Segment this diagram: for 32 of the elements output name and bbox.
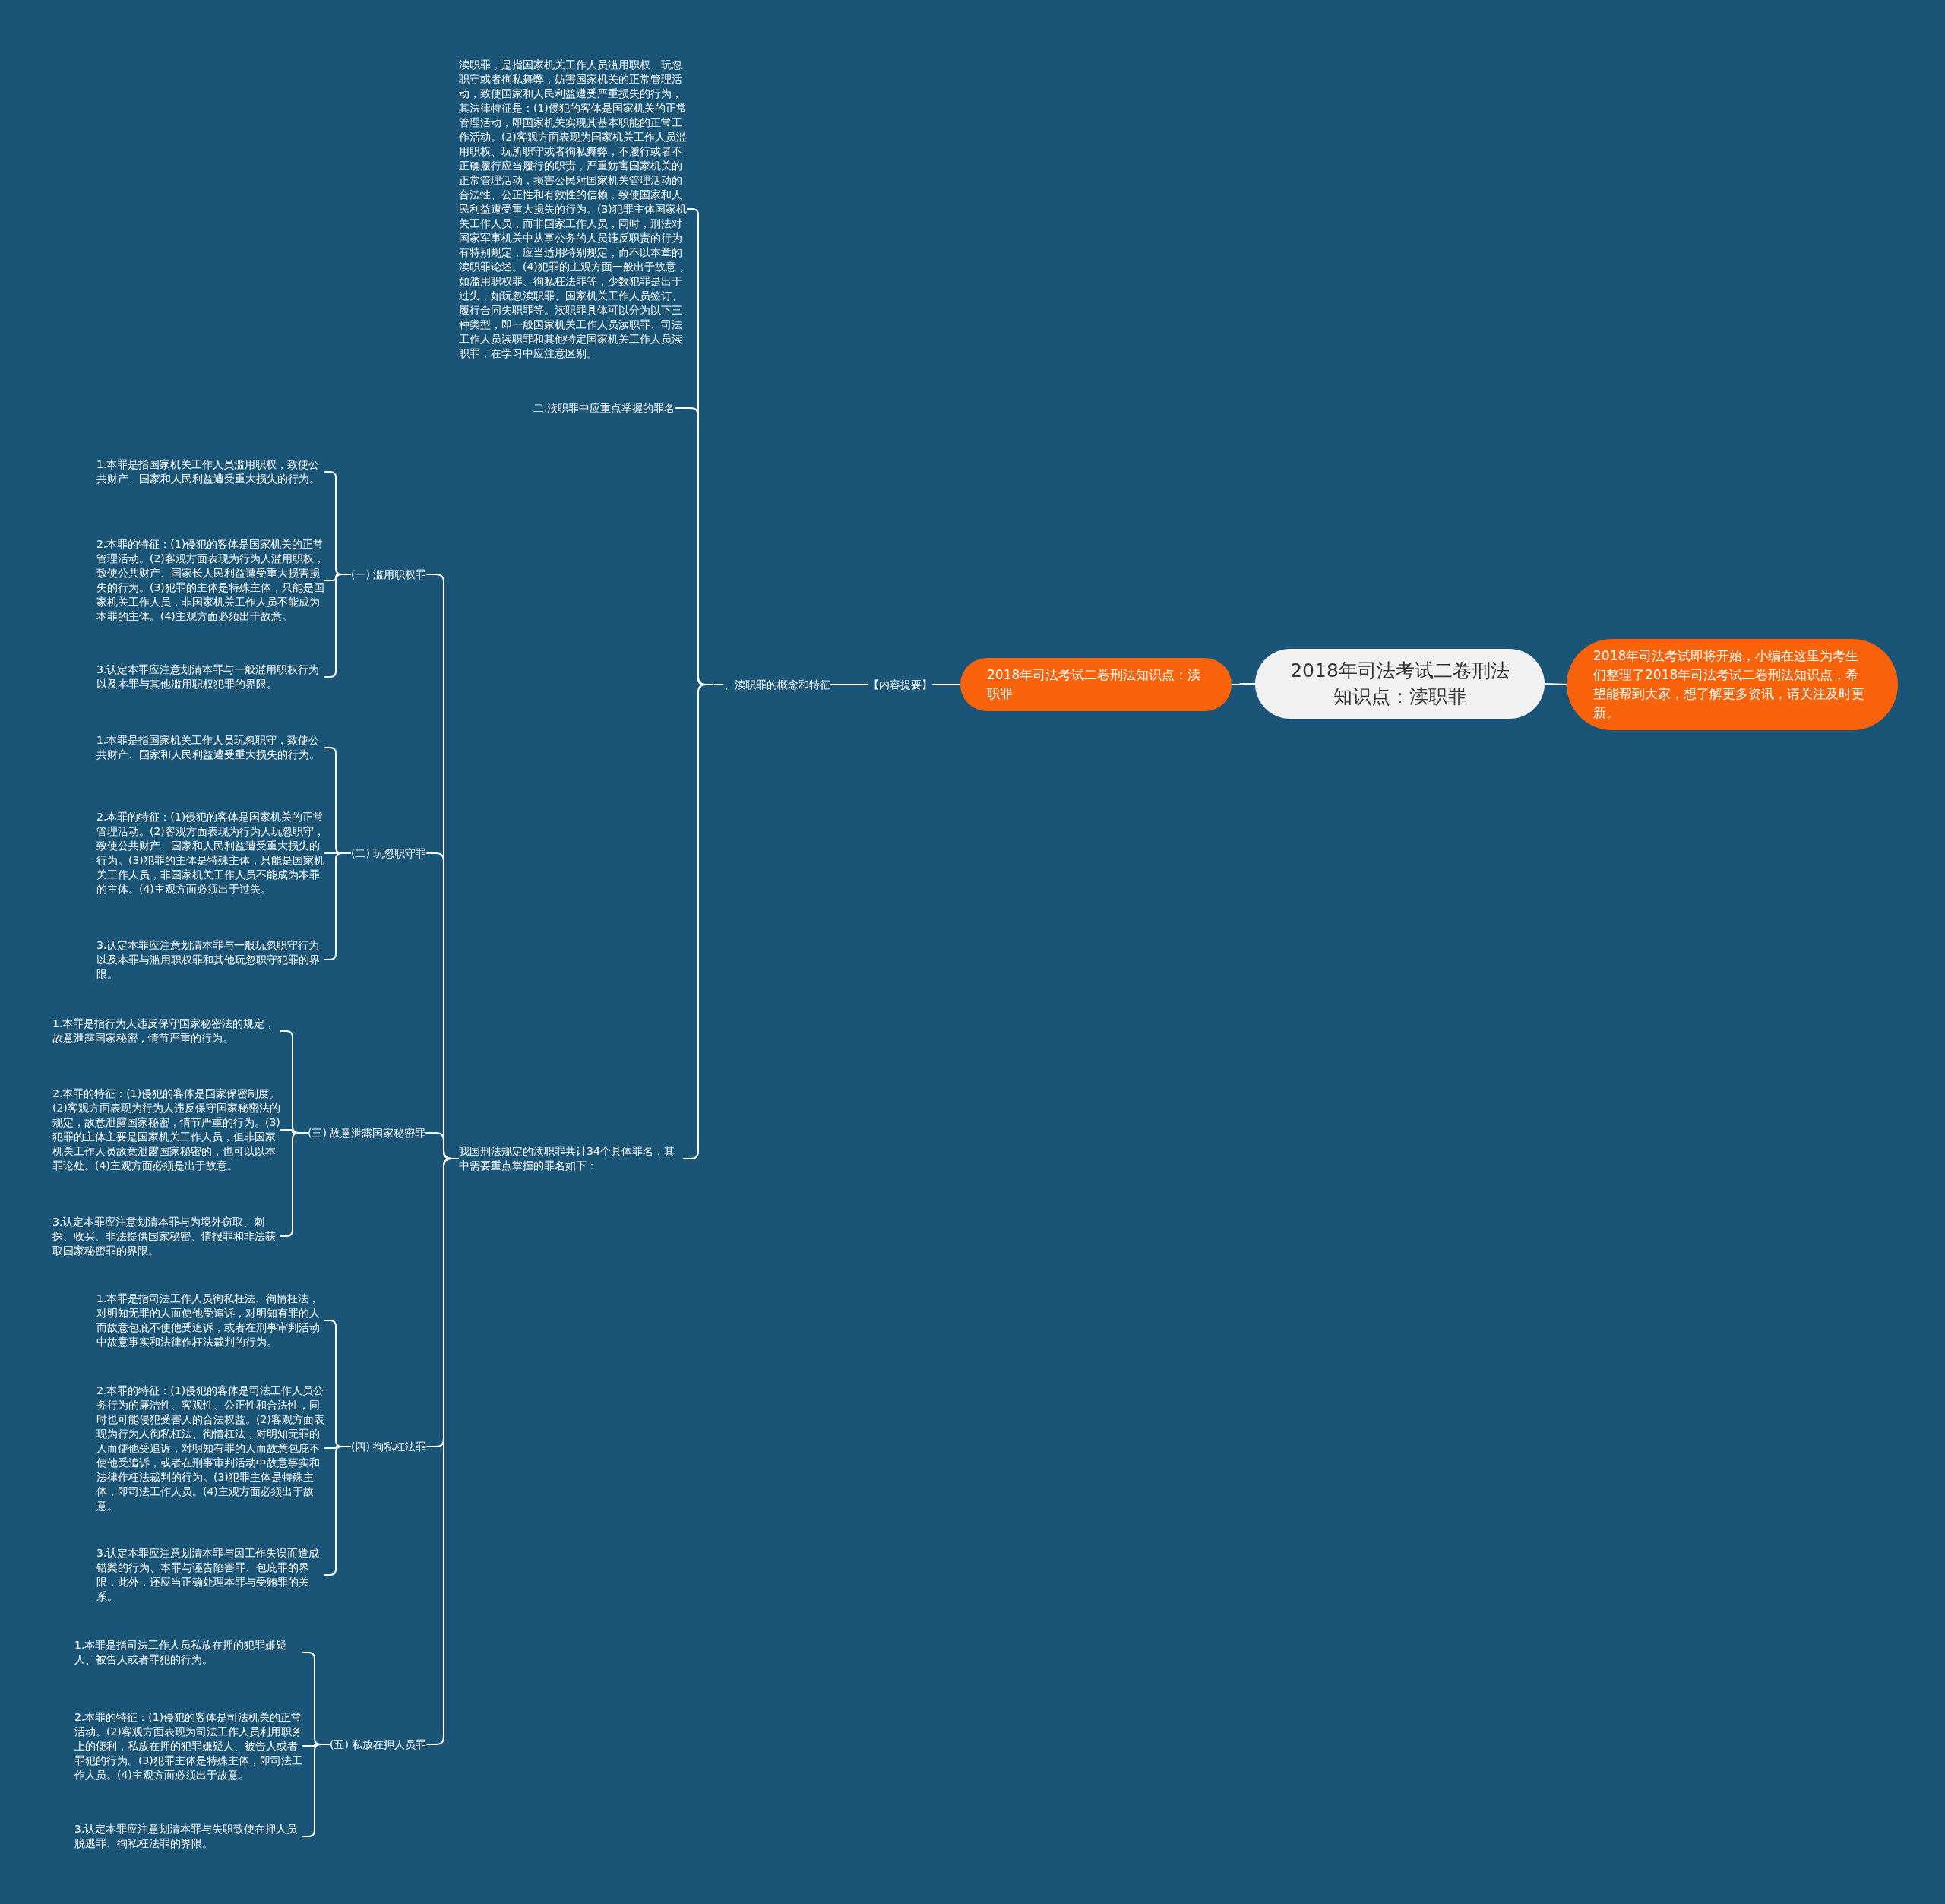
topic-text: 3.认定本罪应注意划清本罪与一般滥用职权行为以及本罪与其他滥用职权犯罪的界限。 <box>96 663 324 691</box>
topic-text: 2.本罪的特征：(1)侵犯的客体是国家机关的正常管理活动。(2)客观方面表现为行为人滥用职权，致使公共财产、国家长人民利益遭受重大损害损失的行为。(3)犯罪的主体是特殊主体，只能是国家机关工作人员，非国家机关工作人员不能成为本罪的主体。(4)主观方面必须出于故意。 <box>96 537 324 624</box>
topic-text: 二.渎职罪中应重点掌握的罪名 <box>533 400 675 416</box>
topic-text: 1.本罪是指司法工作人员徇私枉法、徇情枉法，对明知无罪的人而使他受追诉，对明知有罪的人而故意包庇不使他受追诉，或者在刑事审判活动中故意事实和法律作枉法裁判的行为。 <box>96 1292 324 1349</box>
topic-text: 1.本罪是指国家机关工作人员玩忽职守，致使公共财产、国家和人民利益遭受重大损失的行为。 <box>96 733 324 762</box>
topic-text: 2.本罪的特征：(1)侵犯的客体是司法机关的正常活动。(2)客观方面表现为司法工作人员利用职务上的便利，私放在押的犯罪嫌疑人、被告人或者罪犯的行为。(3)犯罪主体是特殊主体，即司法工作人员。(4)主观方面必须出于故意。 <box>74 1709 302 1782</box>
connector-line <box>1544 683 1567 685</box>
topic-text: 渎职罪，是指国家机关工作人员滥用职权、玩忽职守或者徇私舞弊，妨害国家机关的正常管理活动，致使国家和人民利益遭受严重损失的行为，其法律特征是：(1)侵犯的客体是国家机关的正常管理活动，即国家机关实现其基本职能的正常工作活动。(2)客观方面表现为国家机关工作人员滥用职权、玩所职守或者徇私舞弊，不履行或者不正确履行应当履行的职责，严重妨害国家机关的正常管理活动，损害公民对国家机关管理活动的合法性、公正性和有效性的信赖，致使国家和人民利益遭受重大损失的行为。(3)犯罪主体国家机关工作人员，而非国家工作人员，同时，刑法对国家军事机关中从事公务的人员违反职责的行为有特别规定，应当适用特别规定，而不以本章的渎职罪论述。(4)犯罪的主观方面一般出于故意，如滥用职权罪、徇私枉法罪等，少数犯罪是出于过失，如玩忽渎职罪、国家机关工作人员签订、履行合同失职罪等。渎职罪具体可以分为以下三种类型，即一般国家机关工作人员渎职罪、司法工作人员渎职罪和其他特定国家机关工作人员渎职罪，在学习中应注意区别。 <box>459 57 687 361</box>
topic-text: (五) 私放在押人员罪 <box>330 1737 427 1752</box>
topic-text: 3.认定本罪应注意划清本罪与失职致使在押人员脱逃罪、徇私枉法罪的界限。 <box>74 1822 302 1851</box>
topic-text: (四) 徇私枉法罪 <box>351 1439 427 1454</box>
topic-text: 1.本罪是指行为人违反保守国家秘密法的规定，故意泄露国家秘密，情节严重的行为。 <box>52 1017 280 1045</box>
topic-bubble: 2018年司法考试即将开始，小编在这里为考生们整理了2018年司法考试二卷刑法知识点，希望能帮到大家，想了解更多资讯，请关注及时更新。 <box>1567 639 1898 730</box>
topic-bubble: 2018年司法考试二卷刑法知识点：渎职罪 <box>960 658 1232 711</box>
topic-text: 3.认定本罪应注意划清本罪与一般玩忽职守行为以及本罪与滥用职权罪和其他玩忽职守犯罪的界限。 <box>96 938 324 982</box>
topic-text: 1.本罪是指国家机关工作人员滥用职权，致使公共财产、国家和人民利益遭受重大损失的行为。 <box>96 457 324 486</box>
topic-text: (二) 玩忽职守罪 <box>351 846 427 861</box>
topic-text: 1.本罪是指司法工作人员私放在押的犯罪嫌疑人、被告人或者罪犯的行为。 <box>74 1638 302 1667</box>
connector-line <box>830 684 869 685</box>
topic-text: 3.认定本罪应注意划清本罪与为境外窃取、刺探、收买、非法提供国家秘密、情报罪和非法获取国家秘密罪的界限。 <box>52 1214 280 1258</box>
topic-text: (三) 故意泄露国家秘密罪 <box>308 1125 426 1140</box>
topic-text: 2.本罪的特征：(1)侵犯的客体是国家保密制度。(2)客观方面表现为行为人违反保守国家秘密法的规定，故意泄露国家秘密，情节严重的行为。(3)犯罪的主体主要是国家机关工作人员，但非国家机关工作人员故意泄露国家秘密的，也可以以本罪论处。(4)主观方面必须是出于故意。 <box>52 1086 280 1173</box>
topic-text: 【内容提要】 <box>868 677 932 692</box>
topic-text: (一) 滥用职权罪 <box>351 567 427 582</box>
topic-text: 2.本罪的特征：(1)侵犯的客体是国家机关的正常管理活动。(2)客观方面表现为行为人玩忽职守，致使公共财产、国家和人民利益遭受重大损失的行为。(3)犯罪的主体是特殊主体，只能是国家机关工作人员，非国家机关工作人员不能成为本罪的主体。(4)主观方面必须出于过失。 <box>96 810 324 897</box>
central-topic: 2018年司法考试二卷刑法知识点：渎职罪 <box>1255 649 1545 719</box>
topic-text: 2.本罪的特征：(1)侵犯的客体是司法工作人员公务行为的廉洁性、客观性、公正性和合法性，同时也可能侵犯受害人的合法权益。(2)客观方面表现为行为人徇私枉法、徇情枉法，对明知无罪的人而使他受追诉，对明知有罪的人而故意包庇不使他受追诉，或者在刑事审判活动中故意事实和法律作枉法裁判的行为。(3)犯罪主体是特殊主体，即司法工作人员。(4)主观方面必须出于故意。 <box>96 1383 324 1513</box>
topic-text: 一、渎职罪的概念和特征 <box>713 677 830 692</box>
connector-line <box>931 684 961 685</box>
topic-text: 我国刑法规定的渎职罪共计34个具体罪名，其中需要重点掌握的罪名如下： <box>459 1144 683 1173</box>
connector-line <box>1231 683 1256 685</box>
topic-text: 3.认定本罪应注意划清本罪与因工作失误而造成错案的行为、本罪与诬告陷害罪、包庇罪的界限，此外，还应当正确处理本罪与受贿罪的关系。 <box>96 1546 324 1604</box>
